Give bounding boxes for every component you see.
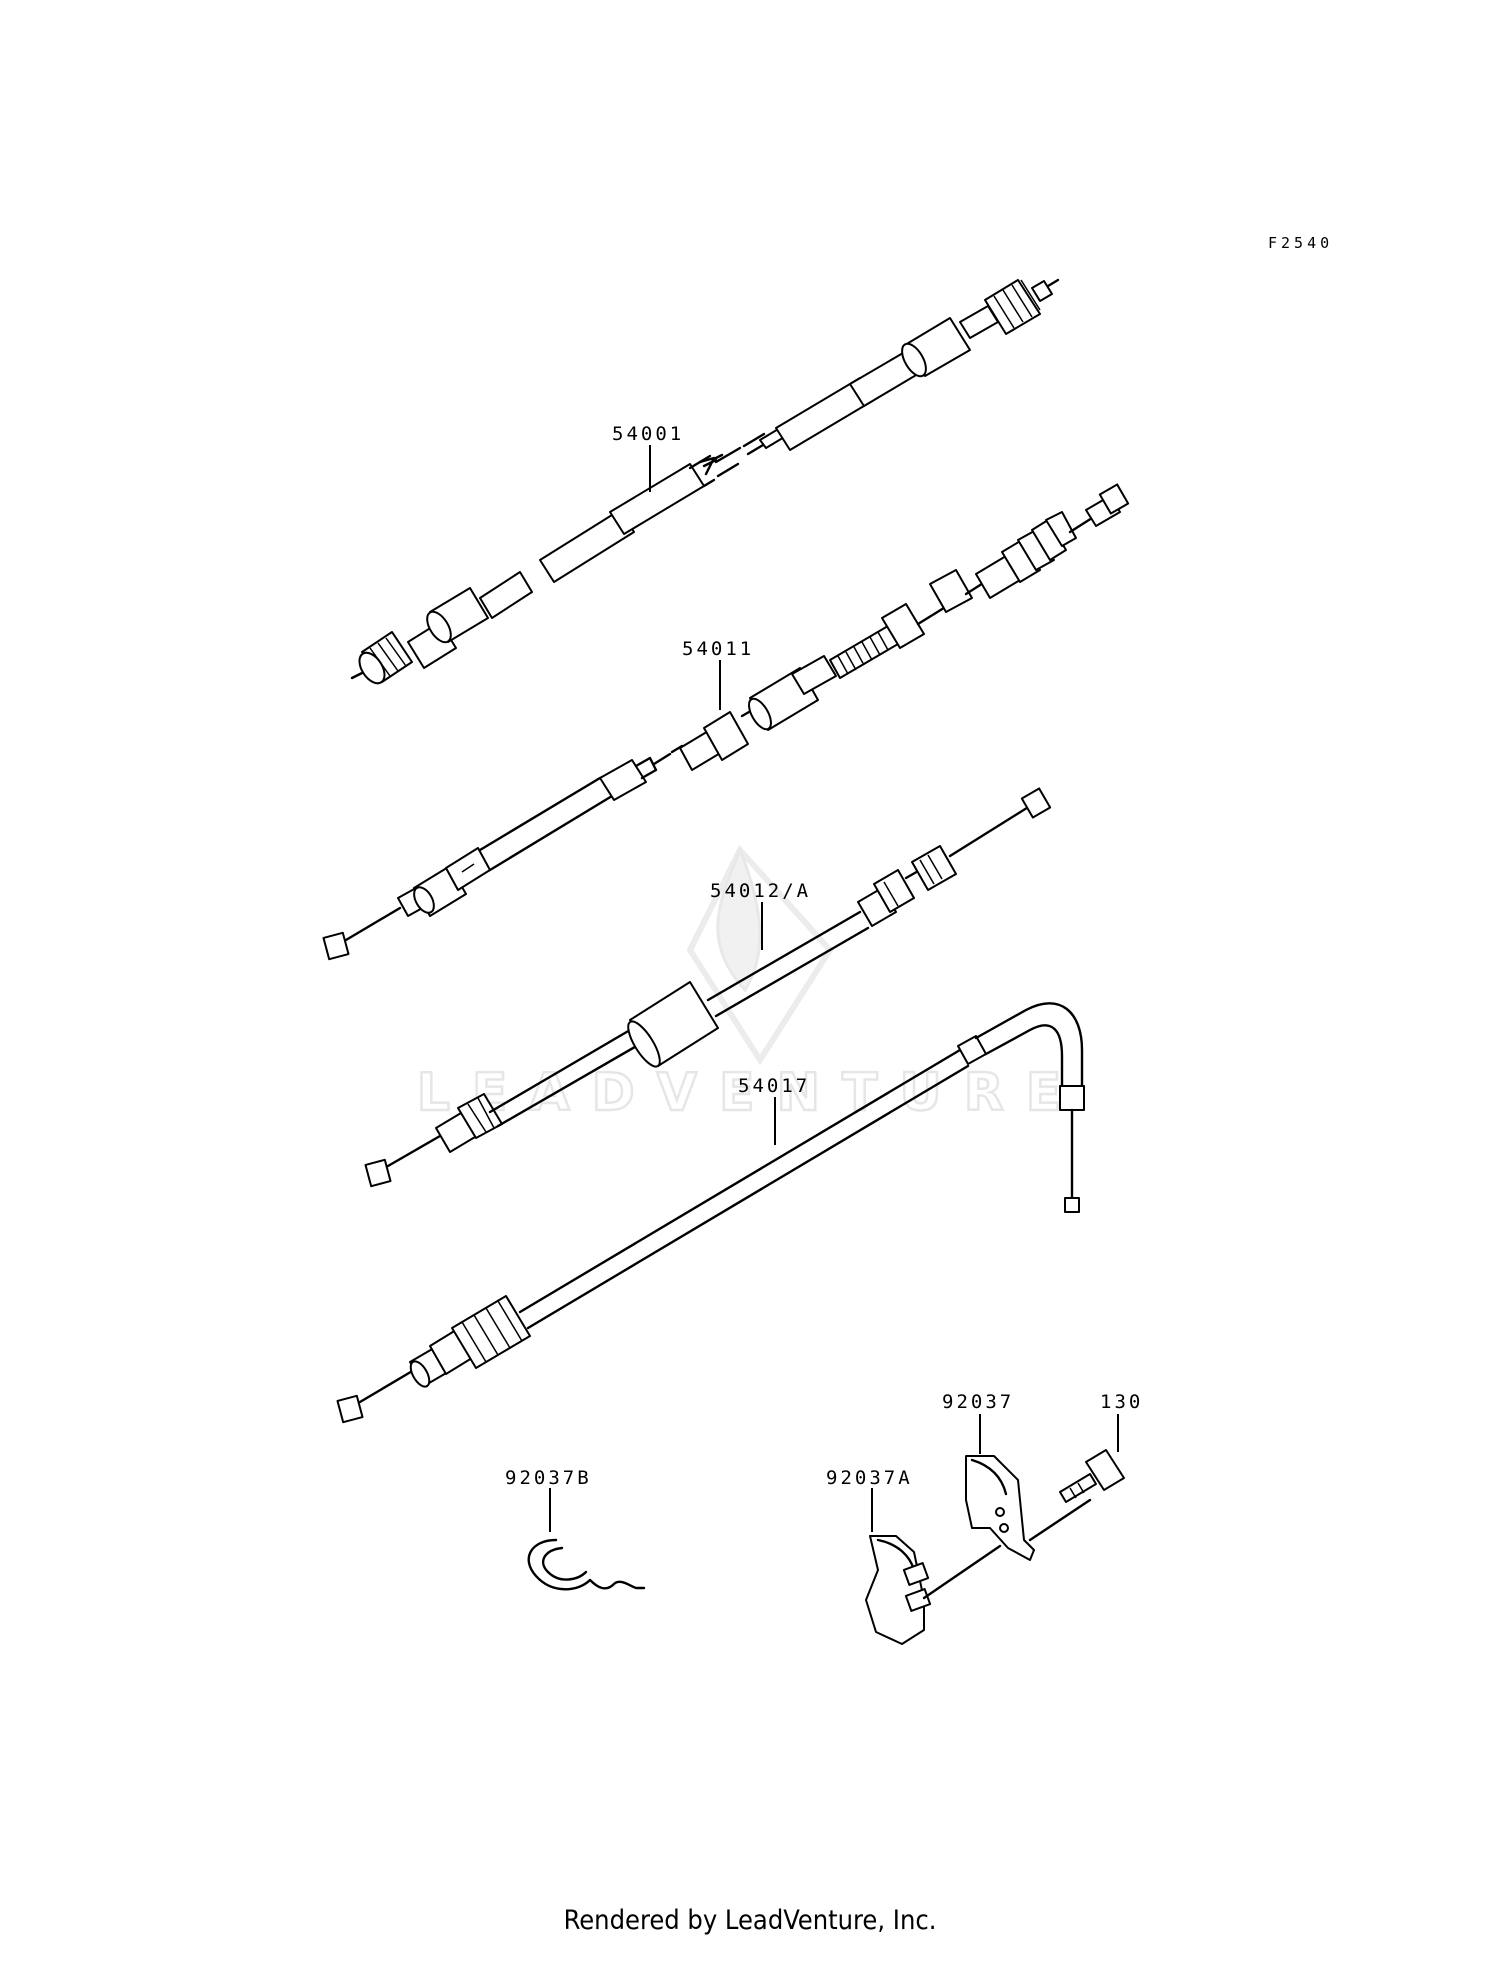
label-54017: 54017 xyxy=(738,1075,810,1097)
label-54001: 54001 xyxy=(612,423,684,445)
label-54012A: 54012/A xyxy=(710,880,811,902)
label-92037B: 92037B xyxy=(505,1467,592,1489)
cable-clamp-drawing xyxy=(965,1455,1092,1561)
label-130: 130 xyxy=(1100,1391,1143,1413)
label-54011: 54011 xyxy=(682,638,754,660)
label-92037A: 92037A xyxy=(826,1467,913,1489)
clutch-cable-drawing xyxy=(322,483,1130,961)
bolt-drawing xyxy=(1059,1449,1125,1503)
cable-clamp-a-drawing xyxy=(865,1535,1002,1645)
speedometer-cable-drawing xyxy=(350,278,1060,685)
choke-cable-drawing xyxy=(336,1002,1085,1424)
label-92037: 92037 xyxy=(942,1391,1014,1413)
figure-code: F2540 xyxy=(1268,234,1333,252)
footer-credit: Rendered by LeadVenture, Inc. xyxy=(563,1905,937,1936)
throttle-cable-drawing xyxy=(364,787,1052,1188)
cable-clip-b-drawing xyxy=(527,1538,646,1591)
